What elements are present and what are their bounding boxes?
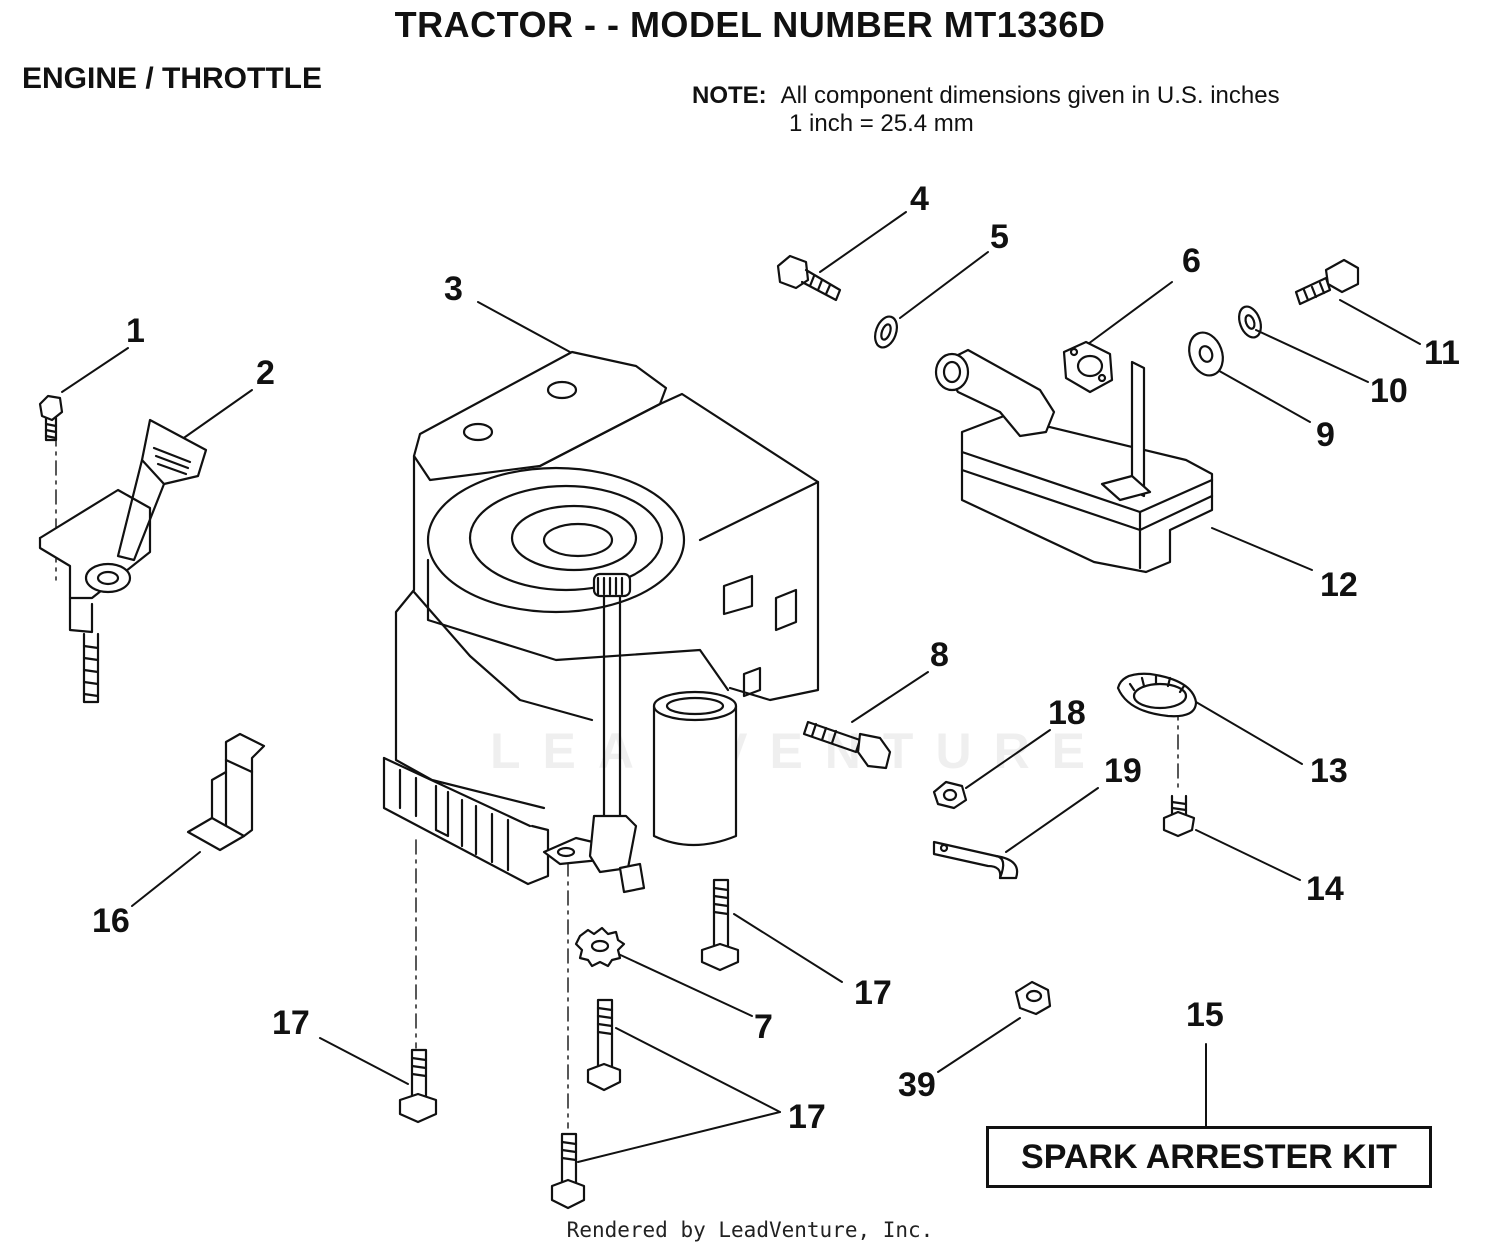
callout-18: 18 (1048, 694, 1086, 732)
part-17-bolt-c (398, 1048, 438, 1124)
callout-13: 13 (1310, 752, 1348, 790)
part-13-spark-screen (1116, 672, 1198, 718)
callout-3: 3 (444, 270, 463, 308)
callout-17-left: 17 (272, 1004, 310, 1042)
watermark: LEADVENTURE (490, 723, 1108, 779)
callout-2: 2 (256, 354, 275, 392)
diagram-title: TRACTOR - - MODEL NUMBER MT1336D (394, 4, 1106, 45)
part-6-gasket (1062, 340, 1114, 394)
callout-5: 5 (990, 218, 1009, 256)
part-4-bolt (776, 254, 842, 302)
part-8-bolt (802, 720, 892, 770)
spark-arrester-kit-box: SPARK ARRESTER KIT (986, 1126, 1432, 1188)
note-line-1: All component dimensions given in U.S. i… (780, 82, 1280, 109)
part-14-screw (1162, 794, 1196, 838)
callout-16: 16 (92, 902, 130, 940)
part-19-clamp (932, 840, 1019, 880)
callout-4: 4 (910, 180, 929, 218)
part-2-throttle-control (38, 418, 208, 704)
part-39-nut (1014, 980, 1052, 1016)
part-17-bolt-d (550, 1132, 586, 1210)
callout-17-bottom: 17 (788, 1098, 826, 1136)
callout-9: 9 (1316, 416, 1335, 454)
callout-7: 7 (754, 1008, 773, 1046)
part-5-lock-washer (874, 315, 898, 349)
callout-39: 39 (898, 1066, 936, 1104)
part-12-muffler (934, 348, 1214, 574)
part-1-bolt (38, 394, 64, 442)
callout-10: 10 (1370, 372, 1408, 410)
callout-15: 15 (1186, 996, 1224, 1034)
callout-11: 11 (1424, 334, 1460, 372)
callout-12: 12 (1320, 566, 1358, 604)
part-11-bolt (1294, 258, 1360, 306)
part-18-nut (932, 780, 968, 810)
note-label: NOTE: (692, 82, 767, 109)
leader-lines (61, 211, 1421, 1163)
part-17-bolt-b (586, 998, 622, 1092)
note-line-2: 1 inch = 25.4 mm (789, 110, 974, 137)
callout-19: 19 (1104, 752, 1142, 790)
part-3-engine (382, 350, 820, 894)
callout-6: 6 (1182, 242, 1201, 280)
dimension-note: NOTE: All component dimensions given in U… (692, 82, 1280, 138)
part-9-flat-washer (1188, 331, 1224, 377)
callout-8: 8 (930, 636, 949, 674)
callout-14: 14 (1306, 870, 1344, 908)
part-17-bolt-a (700, 878, 740, 972)
callout-1: 1 (126, 312, 145, 350)
callout-17-right: 17 (854, 974, 892, 1012)
part-10-lock-washer (1238, 305, 1262, 339)
part-7-star-washer (574, 926, 626, 968)
part-16-bracket (186, 732, 266, 852)
footer-credit: Rendered by LeadVenture, Inc. (566, 1218, 934, 1242)
section-heading: ENGINE / THROTTLE (22, 62, 322, 95)
